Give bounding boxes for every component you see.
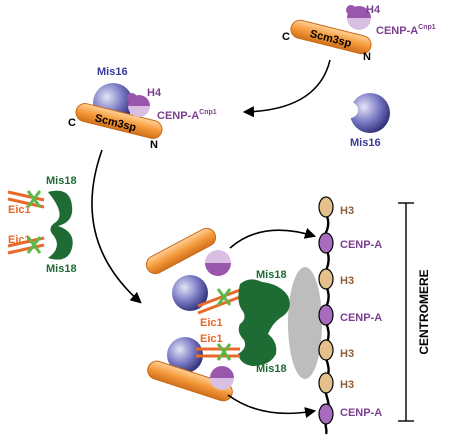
- scm3sp-rod-middle: [75, 103, 163, 139]
- h4-knob: [346, 5, 356, 15]
- mis18-label-left-top: Mis18: [46, 175, 77, 187]
- nucleosome-cenp-a-3: [318, 403, 334, 425]
- complex-middle: Mis16 H4 CENP-ACnp1 Scm3sp C N: [68, 66, 217, 151]
- eic1-cross-top: [26, 190, 42, 208]
- cenp-a-label-top: CENP-ACnp1: [376, 24, 436, 37]
- mis18-label-bottom-lower: Mis18: [256, 363, 287, 375]
- eic1-cross-bottom-lower: [216, 343, 232, 361]
- mis16-label-free: Mis16: [350, 137, 381, 149]
- mis18-mass-bottom: [238, 279, 290, 366]
- h4-knob-middle: [127, 93, 137, 103]
- h4-label-middle: H4: [147, 87, 162, 99]
- n-terminus-label-middle: N: [150, 139, 158, 151]
- eic1-stick-bottom-upper-1: [197, 288, 241, 308]
- nucleosome-cenp-a-2: [318, 304, 334, 326]
- cenp-a-histone-bottom-upper: [205, 263, 231, 276]
- mis16-label-middle: Mis16: [97, 66, 128, 78]
- cenp-a-histone: [347, 18, 371, 30]
- centromere-label: CENTROMERE: [417, 269, 431, 354]
- eic1-label-left-top: Eic1: [8, 204, 31, 216]
- bottom-assembly: Eic1 Mis18 Mis18 Eic1: [145, 227, 322, 419]
- eic1-label-bottom-upper: Eic1: [200, 317, 223, 329]
- cenp-a-histone-bottom-lower: [210, 378, 234, 390]
- nucleosome-h3-1: [318, 196, 334, 218]
- h3-label-3: H3: [340, 348, 354, 360]
- nucleosome-h3-3: [318, 339, 334, 361]
- eic1-label-bottom-lower: Eic1: [200, 333, 223, 345]
- nucleosome-h3-2: [318, 268, 334, 290]
- centromere-bracket: CENTROMERE: [398, 202, 431, 422]
- eic1-stick-top-1: [7, 190, 45, 202]
- mis16-sphere-bottom-upper: [172, 275, 208, 311]
- n-terminus-label-top: N: [363, 51, 371, 63]
- arrow-top-to-middle: [242, 59, 331, 118]
- h4-histone-bottom-lower: [210, 366, 234, 378]
- cenp-a-histone-middle: [128, 106, 150, 117]
- eic1-stick-bottom-2: [7, 243, 45, 255]
- cenp-a-label-fiber-2: CENP-A: [340, 312, 382, 324]
- scm3sp-rod-bottom-upper: [145, 227, 217, 275]
- complex-top-right: Scm3sp C N H4 CENP-ACnp1: [282, 4, 436, 63]
- mis18-label-left-bottom: Mis18: [46, 263, 77, 275]
- scm3sp-rod-bottom-lower: [147, 360, 233, 402]
- mis18-label-bottom-upper: Mis18: [256, 269, 287, 281]
- eic1-cross-bottom-upper: [216, 288, 232, 306]
- nucleosome-cenp-a-1: [318, 232, 334, 254]
- arrow-bottom-lower-to-fiber: [227, 394, 317, 419]
- mis16-free: Mis16: [342, 93, 390, 149]
- h3-label-1: H3: [340, 205, 354, 217]
- arrow-bottom-upper-to-fiber: [229, 228, 317, 249]
- h4-label-top: H4: [366, 4, 381, 16]
- h4-histone-bottom-upper: [205, 250, 231, 263]
- arrow-middle-to-bottom: [91, 149, 142, 304]
- c-terminus-label-middle: C: [68, 117, 76, 129]
- h3-label-4: H3: [340, 379, 354, 391]
- eic1-cross-bottom: [26, 236, 42, 254]
- centromere-disk: [288, 267, 322, 379]
- mis18-eic1-complex-left: Mis18 Eic1 Eic1 Mis18: [7, 175, 77, 275]
- nucleosome-h3-4: [318, 372, 334, 394]
- nucleosome-fiber: H3 CENP-A H3 CENP-A H3 H3 CENP-A: [318, 196, 382, 435]
- cenp-a-label-middle: CENP-ACnp1: [157, 109, 217, 122]
- h3-label-2: H3: [340, 275, 354, 287]
- mis18-dimer-left: [48, 190, 73, 260]
- mis16-sphere-free: [350, 93, 390, 133]
- mis16-notch: [342, 102, 358, 118]
- scm3sp-rod: [290, 19, 372, 55]
- mis16-sphere-bottom-lower: [167, 337, 203, 373]
- cenp-a-label-fiber-3: CENP-A: [340, 407, 382, 419]
- cenp-a-label-fiber-1: CENP-A: [340, 239, 382, 251]
- c-terminus-label-top: C: [282, 31, 290, 43]
